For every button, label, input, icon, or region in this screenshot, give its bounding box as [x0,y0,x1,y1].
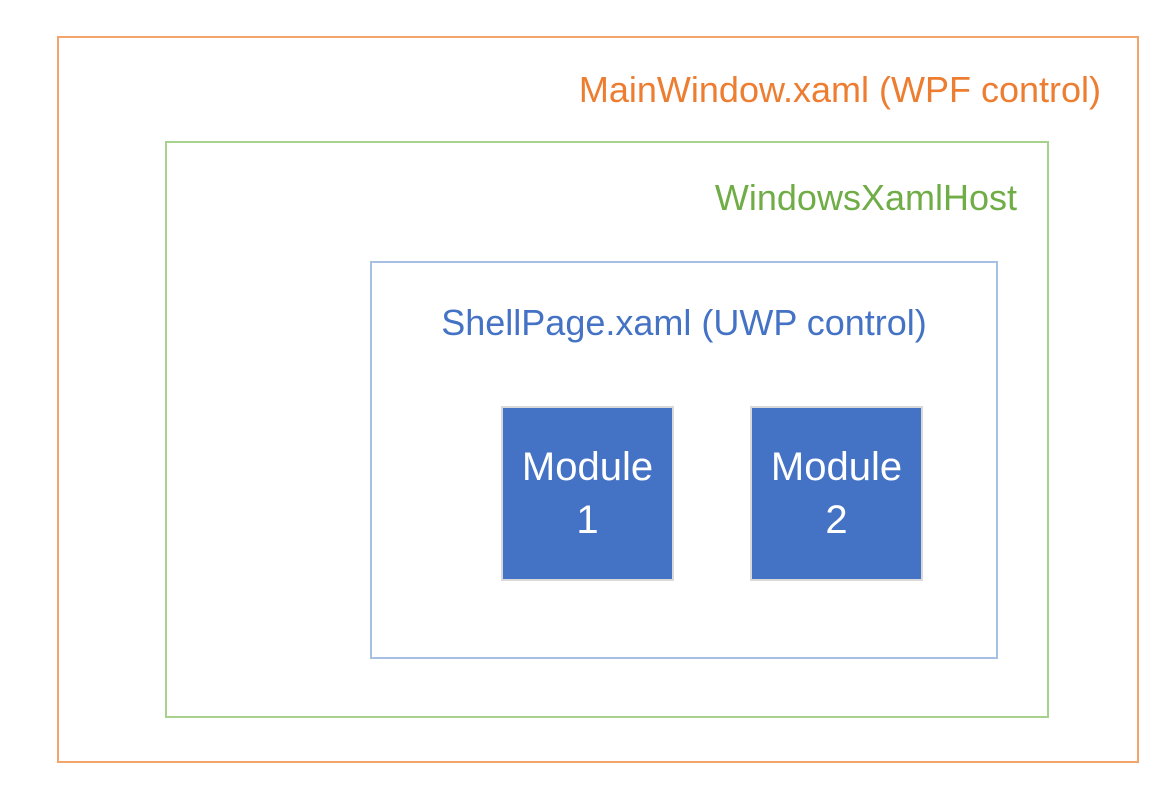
windowsxamlhost-label: WindowsXamlHost [714,177,1017,218]
module-2-label-line1: Module [770,444,903,489]
module-1-label-line1: Module [521,444,654,489]
mainwindow-wpf-box: MainWindow.xaml (WPF control) WindowsXam… [57,36,1139,763]
module-1-box: Module 1 [501,406,674,581]
module-2-box: Module 2 [750,406,923,581]
mainwindow-wpf-label: MainWindow.xaml (WPF control) [578,69,1101,110]
module-2-label-line2: 2 [825,497,848,542]
shellpage-uwp-box: ShellPage.xaml (UWP control) Module 1 Mo… [370,261,998,659]
windowsxamlhost-box: WindowsXamlHost ShellPage.xaml (UWP cont… [165,141,1049,718]
shellpage-uwp-label: ShellPage.xaml (UWP control) [441,302,927,343]
module-1-label-line2: 1 [576,497,599,542]
